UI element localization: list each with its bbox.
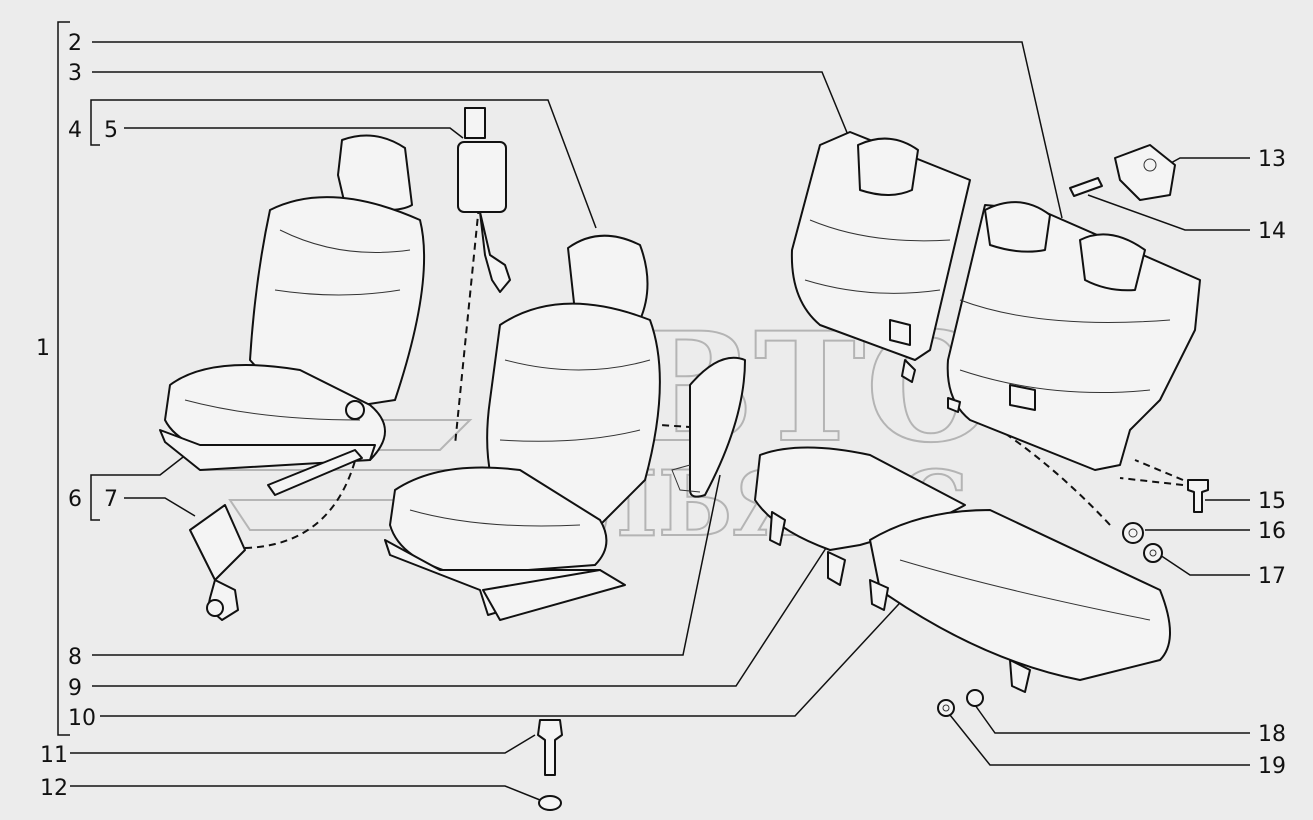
callout-19: 19 [1258, 754, 1286, 779]
rear-right-headrest-right [1079, 233, 1146, 292]
side-airbag-8 [689, 356, 746, 498]
rear-left-headrest [857, 137, 919, 196]
front-right-backrest [486, 302, 661, 526]
callout-17: 17 [1258, 564, 1286, 589]
callout-7: 7 [104, 487, 118, 512]
rear-backrest-right [946, 201, 1201, 471]
rear-cushion-right [869, 509, 1171, 693]
rear-backrest-left [790, 131, 971, 383]
callout-3: 3 [68, 61, 82, 86]
washer-12 [538, 795, 562, 811]
callout-8: 8 [68, 645, 82, 670]
callout-1: 1 [36, 336, 50, 361]
bolt-11 [537, 719, 563, 776]
bolt-15 [1187, 479, 1209, 513]
nut-18 [966, 689, 984, 707]
callout-4: 4 [68, 118, 82, 143]
front-seat-right [384, 234, 661, 621]
bracket-group-6 [90, 474, 100, 521]
washer-16 [1122, 522, 1144, 544]
hook-bracket-13 [1114, 144, 1176, 201]
callout-13: 13 [1258, 147, 1286, 172]
callout-14: 14 [1258, 219, 1286, 244]
callout-16: 16 [1258, 519, 1286, 544]
front-left-frame [159, 429, 376, 471]
recliner-knob [345, 400, 365, 420]
callout-18: 18 [1258, 722, 1286, 747]
front-seat-left [159, 134, 426, 496]
bracket-group-4 [90, 99, 100, 146]
callout-6: 6 [68, 487, 82, 512]
front-left-rail [267, 449, 363, 496]
callout-9: 9 [68, 676, 82, 701]
nut-19 [937, 699, 955, 717]
watermark-logo-lower [200, 469, 453, 531]
callout-15: 15 [1258, 489, 1286, 514]
callout-12: 12 [40, 776, 68, 801]
seatbelt-buckle-5 [457, 107, 511, 293]
callout-5: 5 [104, 118, 118, 143]
airbag-harness [671, 464, 701, 493]
callout-10: 10 [68, 706, 96, 731]
nut-17 [1143, 543, 1163, 563]
callout-labels: 1 2 3 4 5 6 7 8 9 10 11 12 13 14 15 16 1… [36, 31, 1286, 801]
seatbelt-buckle-7 [189, 504, 246, 621]
bracket-group-1 [57, 21, 70, 736]
callout-2: 2 [68, 31, 82, 56]
callout-11: 11 [40, 743, 68, 768]
rear-right-headrest-left [984, 201, 1051, 253]
front-left-backrest [249, 196, 426, 411]
bolt-14 [1069, 177, 1103, 197]
